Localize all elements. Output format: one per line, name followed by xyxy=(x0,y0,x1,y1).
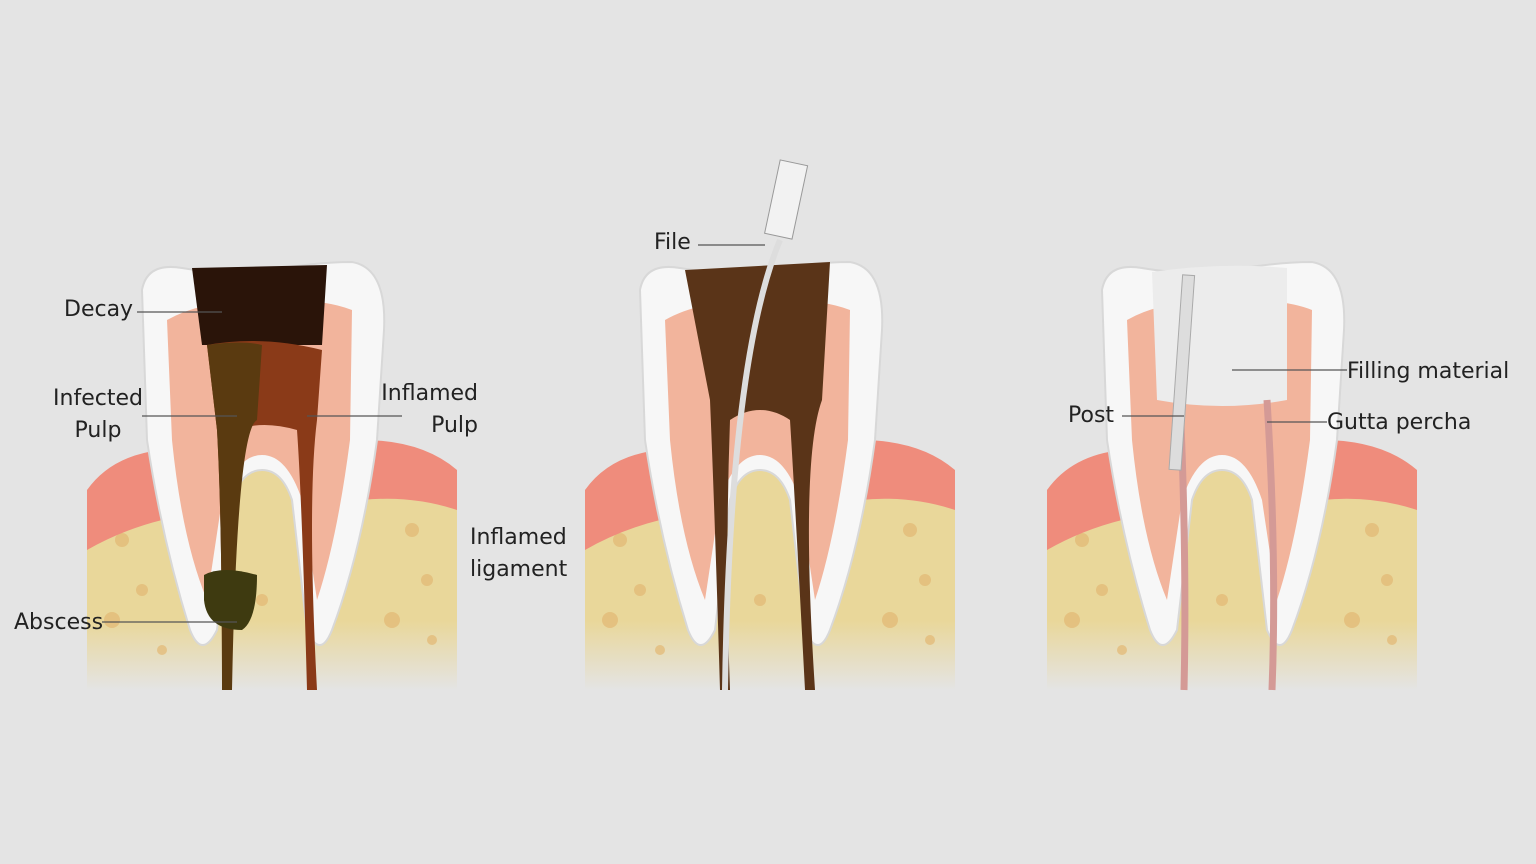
label-post: Post xyxy=(1068,403,1115,428)
label-inflamed-ligament: Inflamed ligament xyxy=(470,525,568,582)
label-file: File xyxy=(654,230,691,255)
decay-region xyxy=(192,265,327,345)
label-inflamed-pulp: Inflamed Pulp xyxy=(381,381,478,438)
label-abscess: Abscess xyxy=(14,610,104,635)
label-gutta-percha: Gutta percha xyxy=(1327,410,1472,435)
panel-cleaning-tooth xyxy=(584,159,956,691)
label-decay: Decay xyxy=(64,297,134,322)
cleaned-canal xyxy=(685,262,830,690)
panel-filled-tooth xyxy=(1046,261,1418,691)
label-infected-pulp: Infected Pulp xyxy=(53,386,143,443)
abscess-shape xyxy=(204,570,257,630)
file-shaft xyxy=(722,238,783,691)
file-handle xyxy=(764,159,809,240)
label-filling-material: Filling material xyxy=(1347,359,1510,384)
gutta-percha xyxy=(1263,399,1278,691)
post-shape xyxy=(1168,274,1196,471)
panel-diseased-tooth xyxy=(86,261,458,691)
filling-material xyxy=(1152,265,1287,406)
